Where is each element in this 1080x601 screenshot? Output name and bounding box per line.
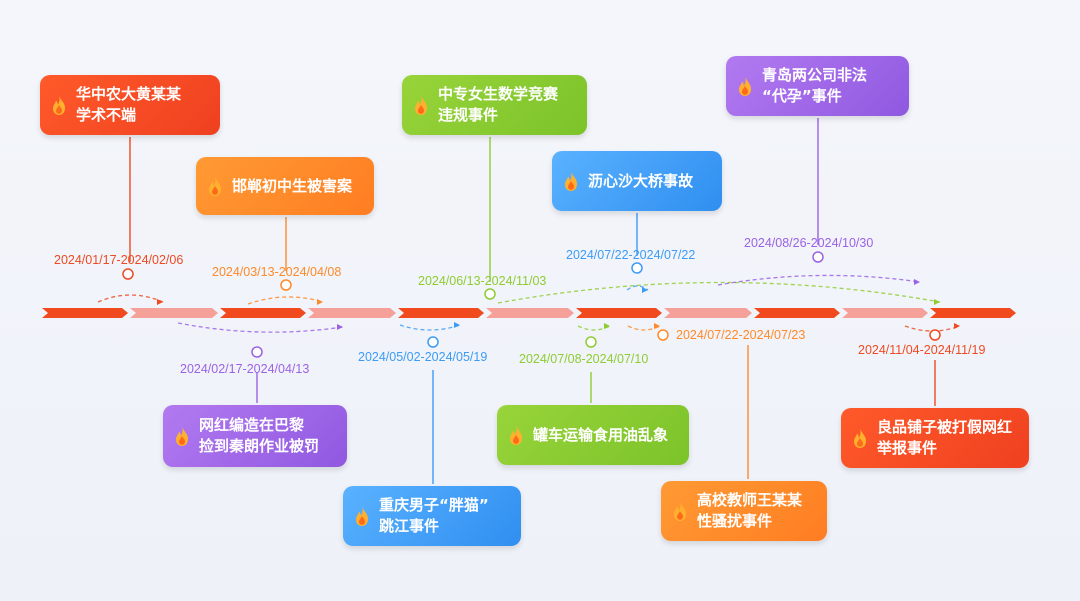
axis-segment	[486, 308, 574, 318]
event-date: 2024/06/13-2024/11/03	[418, 274, 547, 288]
dashed-connector	[399, 324, 461, 331]
event-title: 沥心沙大桥事故	[588, 171, 694, 190]
connector-arrowhead	[157, 299, 163, 305]
flame-icon	[415, 95, 427, 115]
event-title: 罐车运输食用油乱象	[533, 425, 669, 444]
connector-arrowhead	[934, 299, 940, 305]
event-card: 良品铺子被打假网红 举报事件	[841, 408, 1029, 468]
event-title: 重庆男子“胖猫” 跳江事件	[379, 496, 489, 535]
event-card: 网红编造在巴黎 捡到秦朗作业被罚	[163, 405, 347, 467]
event-title: 青岛两公司非法 “代孕”事件	[762, 66, 868, 105]
flame-icon	[510, 425, 522, 445]
flame-icon	[565, 171, 577, 191]
axis-segment	[664, 308, 752, 318]
flame-icon	[209, 176, 221, 196]
axis-segment	[42, 308, 128, 318]
flame-icon	[854, 428, 866, 448]
event-card: 青岛两公司非法 “代孕”事件	[726, 56, 909, 116]
event-date: 2024/11/04-2024/11/19	[858, 343, 986, 357]
connector-arrowhead	[654, 323, 660, 329]
event-date: 2024/07/08-2024/07/10	[519, 352, 649, 366]
dashed-connector	[497, 281, 941, 304]
connector-arrowhead	[337, 324, 343, 330]
event-card: 华中农大黄某某 学术不端	[40, 75, 220, 135]
event-dot	[585, 336, 597, 348]
flame-icon	[53, 95, 65, 115]
event-date: 2024/02/17-2024/04/13	[180, 362, 310, 376]
connector-arrowhead	[604, 323, 610, 329]
event-dot	[812, 251, 824, 263]
event-dot	[122, 268, 134, 280]
event-title: 邯郸初中生被害案	[232, 176, 353, 195]
event-title: 高校教师王某某 性骚扰事件	[697, 491, 803, 530]
connector-arrowhead	[954, 323, 960, 329]
event-date: 2024/01/17-2024/02/06	[54, 253, 184, 267]
event-date: 2024/08/26-2024/10/30	[744, 236, 874, 250]
flame-icon	[356, 506, 368, 526]
flame-icon	[739, 76, 751, 96]
event-dot	[484, 288, 496, 300]
connector-arrowhead	[914, 279, 920, 285]
event-dot	[251, 346, 263, 358]
event-card: 罐车运输食用油乱象	[497, 405, 689, 465]
event-card: 高校教师王某某 性骚扰事件	[661, 481, 827, 541]
event-dot	[657, 329, 669, 341]
connector-arrowhead	[642, 287, 648, 293]
event-card: 邯郸初中生被害案	[196, 157, 374, 215]
dashed-connector	[626, 285, 649, 291]
connector-arrowhead	[317, 299, 323, 305]
dashed-connector	[717, 274, 921, 286]
event-title: 中专女生数学竞赛 违规事件	[438, 85, 559, 124]
axis-segment	[308, 308, 396, 318]
flame-icon	[674, 501, 686, 521]
axis-segment	[842, 308, 928, 318]
axis-segment	[130, 308, 218, 318]
axis-segment	[220, 308, 306, 318]
event-dot	[427, 336, 439, 348]
axis-segment	[754, 308, 840, 318]
event-card: 沥心沙大桥事故	[552, 151, 722, 211]
event-card: 重庆男子“胖猫” 跳江事件	[343, 486, 521, 546]
connector-arrowhead	[454, 322, 460, 328]
event-date: 2024/05/02-2024/05/19	[358, 350, 488, 364]
event-title: 良品铺子被打假网红 举报事件	[877, 418, 1013, 457]
axis-segment	[930, 308, 1016, 318]
axis-segment	[576, 308, 662, 318]
dashed-connector	[247, 296, 324, 305]
event-card: 中专女生数学竞赛 违规事件	[402, 75, 587, 135]
event-dot	[631, 262, 643, 274]
dashed-connector	[97, 294, 164, 303]
dashed-connector	[177, 322, 344, 333]
flame-icon	[176, 426, 188, 446]
axis-segment	[398, 308, 484, 318]
event-title: 网红编造在巴黎 捡到秦朗作业被罚	[199, 416, 320, 455]
event-date: 2024/07/22-2024/07/22	[566, 248, 696, 262]
event-title: 华中农大黄某某 学术不端	[76, 85, 182, 124]
event-date: 2024/03/13-2024/04/08	[212, 265, 342, 279]
event-date: 2024/07/22-2024/07/23	[676, 328, 806, 342]
event-dot	[929, 329, 941, 341]
event-dot	[280, 279, 292, 291]
